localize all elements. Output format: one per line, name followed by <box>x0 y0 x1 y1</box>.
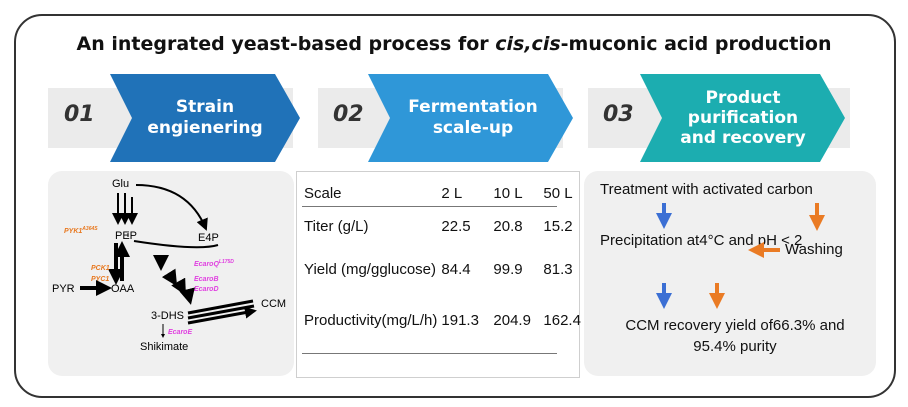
table-rule-top <box>302 206 557 207</box>
node-shikimate: Shikimate <box>140 341 188 353</box>
table-cell: 84.4 <box>441 260 471 278</box>
table-cell: 99.9 <box>493 260 523 278</box>
table-cell: Productivity(mg/L/h) <box>304 311 438 329</box>
node-e4p: E4P <box>198 232 219 244</box>
pathway-diagram: Glu PEP E4P PYK1A364S PCK1 PYC1 EcaroQL1… <box>52 178 286 353</box>
table-cell: 15.2 <box>543 217 573 235</box>
enzyme-pyk1: PYK1A364S <box>64 226 98 235</box>
table-header-cell: Scale <box>304 184 342 202</box>
table-cell: 191.3 <box>441 311 479 329</box>
table-row: Titer (g/L) 22.5 20.8 15.2 <box>302 208 595 244</box>
enzyme-ecaroe: EcaroE <box>168 329 192 336</box>
step-arrow-1 <box>110 74 300 162</box>
node-ccm: CCM <box>261 298 286 310</box>
node-oaa: OAA <box>111 283 135 295</box>
node-3dhs: 3-DHS <box>151 310 184 322</box>
step-arrow-3 <box>640 74 845 162</box>
table-row: Yield (mg/gglucose) 84.4 99.9 81.3 <box>302 244 595 294</box>
step-number-2: 02 <box>333 102 364 127</box>
node-pep: PEP <box>115 230 137 242</box>
table-header-cell: 10 L <box>493 184 523 202</box>
step-arrow-2 <box>368 74 573 162</box>
enzyme-pyc1: PYC1 <box>91 276 109 283</box>
table-cell: Titer (g/L) <box>304 217 369 235</box>
panel-fermentation <box>296 171 580 378</box>
fermentation-table: Scale 2 L 10 L 50 L Titer (g/L) 22.5 20.… <box>302 178 595 346</box>
enzyme-ecarod: EcaroD <box>194 286 219 293</box>
page-title: An integrated yeast-based process for ci… <box>76 33 832 55</box>
step-yield: CCM recovery yield of66.3% and 95.4% pur… <box>625 317 845 355</box>
table-cell: Yield (mg/gglucose) <box>304 260 437 278</box>
purification-arrows <box>656 203 825 309</box>
table-cell: 81.3 <box>543 260 573 278</box>
table-cell: 20.8 <box>493 217 523 235</box>
enzyme-pck1: PCK1 <box>91 265 110 272</box>
table-rule-bottom <box>302 353 557 354</box>
table-header-cell: 2 L <box>441 184 463 202</box>
step-number-1: 01 <box>64 102 95 127</box>
table-header-cell: 50 L <box>543 184 573 202</box>
table-cell: 204.9 <box>493 311 531 329</box>
step-washing: Washing <box>785 241 843 258</box>
table-header-row: Scale 2 L 10 L 50 L <box>302 178 595 208</box>
table-cell: 162.4 <box>543 311 581 329</box>
node-pyr: PYR <box>52 283 75 295</box>
enzyme-ecaroq: EcaroQL175D <box>194 259 234 268</box>
step-treatment: Treatment with activated carbon <box>600 181 813 198</box>
node-glu: Glu <box>112 178 129 190</box>
step-number-3: 03 <box>603 102 634 127</box>
enzyme-ecarob: EcaroB <box>194 276 219 283</box>
step-precipitation: Precipitation at4°C and pH < 2 <box>600 232 803 249</box>
panel-purification <box>584 171 876 376</box>
table-cell: 22.5 <box>441 217 471 235</box>
table-row: Productivity(mg/L/h) 191.3 204.9 162.4 <box>302 294 595 346</box>
